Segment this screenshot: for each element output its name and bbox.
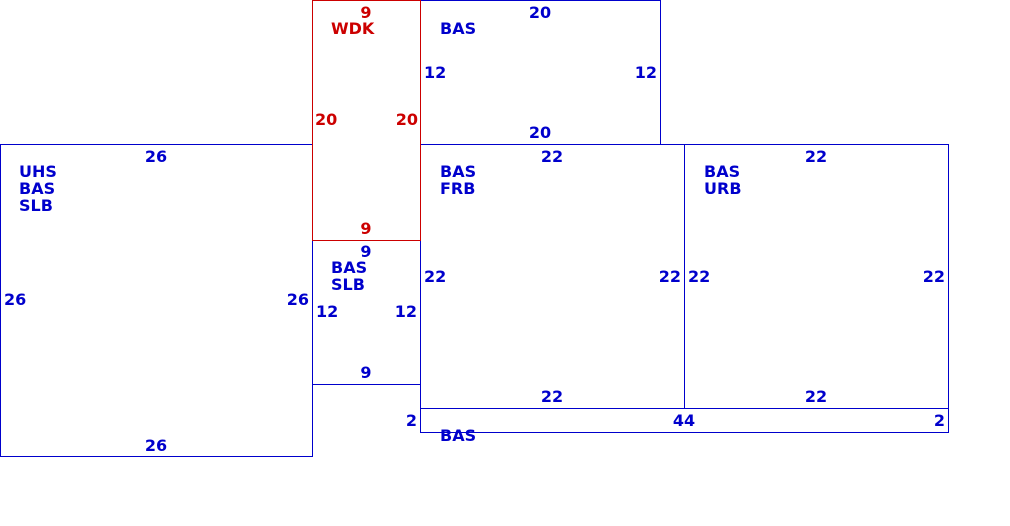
bas-top-label: BAS [440,19,476,38]
bas-urb-label-1: BAS [704,162,740,181]
bas-slb-dim-left: 12 [316,302,338,321]
bas-slb-dim-bottom: 9 [360,363,371,382]
bas-frb-dim-right: 22 [659,267,681,286]
uhs-label-1: UHS [19,162,57,181]
room-bas-strip-outline [420,408,949,433]
bas-urb-dim-left: 22 [688,267,710,286]
bas-top-dim-bottom: 20 [529,123,551,142]
bas-top-dim-left: 12 [424,63,446,82]
uhs-label-3: SLB [19,196,53,215]
wdk-label: WDK [331,19,375,38]
bas-top-dim-top: 20 [529,3,551,22]
bas-frb-dim-left: 22 [424,267,446,286]
uhs-dim-left: 26 [4,290,26,309]
wdk-dim-top: 9 [360,3,371,22]
uhs-dim-top: 26 [145,147,167,166]
uhs-dim-bottom: 26 [145,436,167,455]
bas-strip-dim-top: 44 [673,411,695,430]
bas-urb-dim-top: 22 [805,147,827,166]
wdk-dim-bottom: 9 [360,219,371,238]
bas-frb-label-2: FRB [440,179,475,198]
bas-urb-label-2: URB [704,179,742,198]
bas-strip-dim-right: 2 [934,411,945,430]
bas-top-dim-right: 12 [635,63,657,82]
bas-frb-dim-bottom: 22 [541,387,563,406]
bas-strip-dim-left: 2 [406,411,417,430]
room-wdk-outline [312,0,421,241]
uhs-dim-right: 26 [287,290,309,309]
uhs-label-2: BAS [19,179,55,198]
bas-slb-label-2: SLB [331,275,365,294]
wdk-dim-left: 20 [315,110,337,129]
bas-frb-dim-top: 22 [541,147,563,166]
bas-slb-dim-top: 9 [360,242,371,261]
bas-urb-dim-right: 22 [923,267,945,286]
bas-strip-label: BAS [440,426,476,445]
bas-slb-dim-right: 12 [395,302,417,321]
bas-slb-label-1: BAS [331,258,367,277]
bas-frb-label-1: BAS [440,162,476,181]
bas-urb-dim-bottom: 22 [805,387,827,406]
wdk-dim-right: 20 [396,110,418,129]
